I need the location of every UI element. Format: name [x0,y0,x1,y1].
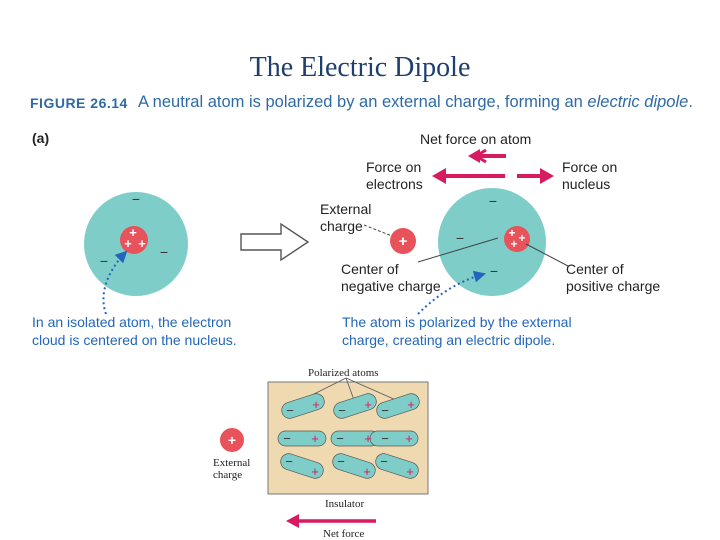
caption-line: In an isolated atom, the electron [32,314,232,330]
external-charge-plus: + [399,233,408,250]
center-positive-leader [525,243,569,267]
caption-italic: electric dipole [587,93,689,111]
part-label: (a) [32,130,50,146]
dipole-minus: − [286,403,294,418]
dipole-plus: + [364,431,372,446]
isolated-electron-minus: − [100,253,108,269]
lower-external-charge-plus: + [228,432,236,448]
dipole-plus: + [364,397,372,412]
polarized-nucleus-plus: + [508,226,515,240]
dipole-minus: − [338,403,346,418]
polarized-nucleus-plus: + [510,237,517,251]
dipole-row [281,393,420,419]
lower-external-charge [220,428,244,452]
polarized-electron-minus: − [456,230,464,246]
isolated-nucleus [120,226,148,254]
dipole-plus: + [363,464,371,479]
polarized-atoms-label: Polarized atoms [308,367,379,379]
caption-main: A neutral atom is polarized by an extern… [138,93,588,111]
polarized-electron-minus: − [490,263,498,279]
caption-line: cloud is centered on the nucleus. [32,332,237,348]
label-line: External [320,201,372,217]
figure-number: FIGURE 26.14 [30,95,128,111]
slide-title: The Electric Dipole [249,52,471,83]
caption-end: . [688,93,693,111]
electron-force-head [432,168,446,184]
dipole-minus: − [380,454,388,469]
dipole-minus: − [336,431,344,446]
label-line: Force on [562,159,618,175]
dipole-plus: + [311,464,319,479]
label-line: Center of [341,261,399,277]
transition-arrow [240,222,310,262]
label-line: negative charge [341,278,441,294]
dipole-minus: − [381,431,389,446]
isolated-electron-minus: − [132,191,140,207]
polarized-atom-caption: The atom is polarized by the external cha… [342,313,572,349]
dipole-plus: + [405,431,413,446]
dipole-plus: + [407,397,415,412]
lower-net-force-head [286,514,299,528]
polarized-nucleus-plus: + [518,231,525,245]
dipole-plus: + [311,431,319,446]
insulator-label: Insulator [325,498,365,510]
isolated-nucleus-plus: + [129,225,137,240]
isolated-electron-minus: − [160,244,168,260]
net-force-on-atom-label: Net force on atom [420,131,532,147]
net-force-label: Net force [323,528,365,540]
dipole-row [280,453,419,479]
polarized-nucleus [504,226,530,252]
center-negative-leader [417,237,499,263]
isolated-nucleus-plus: + [124,236,132,251]
dipole-plus: + [406,464,414,479]
label-line: Force on [366,159,422,175]
external-charge [390,228,416,254]
polarized-pointer-arrow [417,270,486,315]
caption-line: charge, creating an electric dipole. [342,332,556,348]
isolated-pointer-arrow [102,250,128,315]
caption-line: The atom is polarized by the external [342,314,572,330]
dipole-row [277,430,419,447]
dipole-minus: − [337,454,345,469]
dipole-minus: − [283,431,291,446]
label-line: Center of [566,261,624,277]
label-line: electrons [366,176,423,192]
label-line: charge [320,218,363,234]
polarized-electron-minus: − [489,193,497,209]
figure-caption: A neutral atom is polarized by an extern… [138,93,693,112]
dipole-minus: − [381,403,389,418]
nucleus-force-head [540,168,554,184]
polarized-atom-cloud [438,188,546,296]
external-charge-leader [363,224,393,237]
label-line: External [213,457,251,469]
label-line: positive charge [566,278,661,294]
net-force-head [468,149,480,163]
label-line: charge [213,469,243,481]
dipole-minus: − [285,454,293,469]
dipole-plus: + [312,397,320,412]
isolated-nucleus-plus: + [138,236,146,251]
label-line: nucleus [562,176,611,192]
isolated-atom-caption: In an isolated atom, the electron cloud i… [32,313,237,349]
